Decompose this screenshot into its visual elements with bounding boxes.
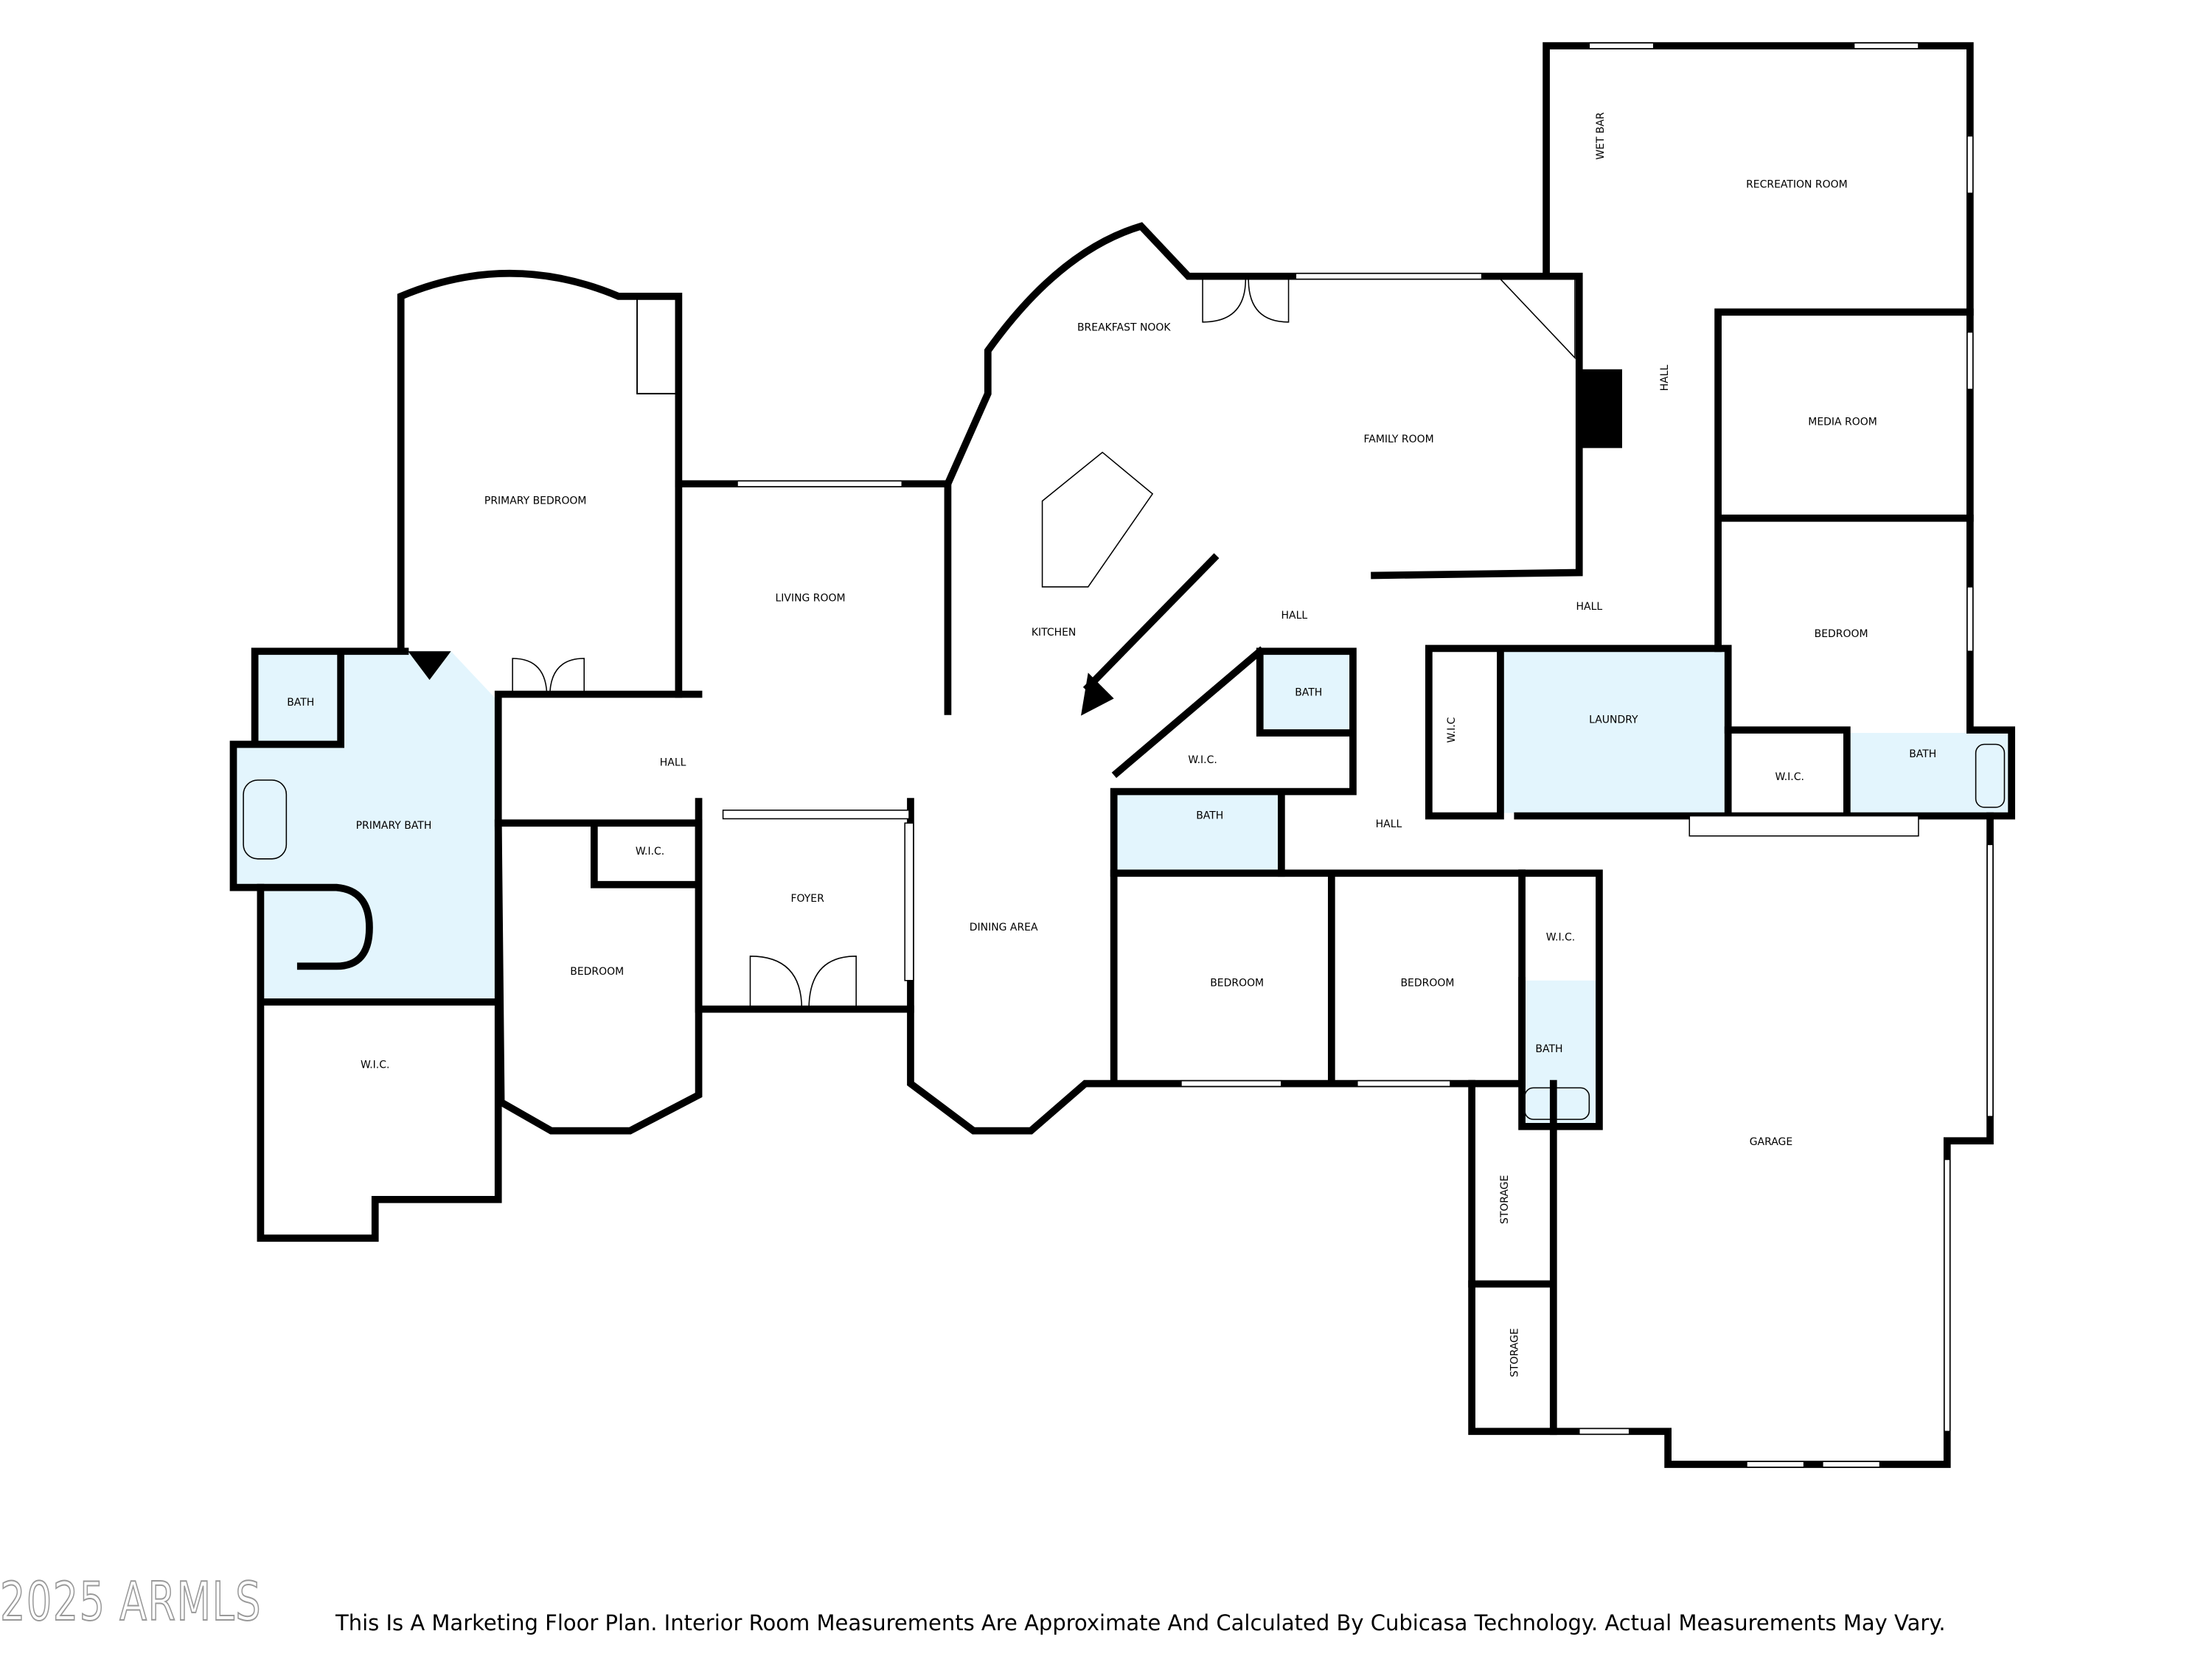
room-label-wic-center: W.I.C. — [1188, 754, 1217, 766]
room-label-foyer: FOYER — [790, 893, 824, 905]
walls — [229, 42, 2016, 1468]
room-label-living-room: LIVING ROOM — [776, 592, 846, 604]
room-label-storage-upper: STORAGE — [1499, 1175, 1511, 1224]
room-label-wet-bar: WET BAR — [1595, 112, 1607, 160]
room-label-bath-right: BATH — [1909, 748, 1936, 760]
room-label-storage-lower: STORAGE — [1509, 1328, 1520, 1377]
room-label-family-room: FAMILY ROOM — [1364, 434, 1434, 445]
room-label-recreation-room: RECREATION ROOM — [1746, 178, 1848, 190]
room-label-hall-center: HALL — [1281, 610, 1308, 622]
copyright-watermark: 2025 ARMLS — [0, 1570, 262, 1633]
room-label-wic-garage: W.I.C. — [1546, 932, 1575, 944]
room-label-bath-garage: BATH — [1535, 1043, 1562, 1055]
room-label-wic-bottom-left: W.I.C. — [361, 1059, 389, 1071]
room-label-bath-center: BATH — [1295, 687, 1322, 699]
room-label-media-room: MEDIA ROOM — [1808, 417, 1877, 428]
room-label-primary-bath: PRIMARY BATH — [356, 820, 432, 832]
room-label-bedroom-center-left: BEDROOM — [1210, 978, 1264, 990]
room-label-breakfast-nook: BREAKFAST NOOK — [1077, 322, 1171, 334]
room-label-laundry: LAUNDRY — [1589, 714, 1638, 726]
room-label-wic-laundry: W.I.C — [1446, 717, 1458, 743]
room-label-garage: GARAGE — [1750, 1136, 1792, 1148]
disclaimer-text: This Is A Marketing Floor Plan. Interior… — [335, 1610, 1946, 1635]
room-label-bedroom-center-right: BEDROOM — [1400, 978, 1454, 990]
room-label-bedroom-left: BEDROOM — [570, 966, 624, 978]
room-label-bath-top-left: BATH — [287, 697, 314, 709]
room-label-hall-left: HALL — [660, 757, 686, 769]
room-label-dining-area: DINING AREA — [970, 922, 1038, 933]
room-label-bath-center-lower: BATH — [1196, 810, 1223, 822]
room-label-hall-lower: HALL — [1376, 818, 1402, 830]
room-label-bedroom-right: BEDROOM — [1815, 628, 1868, 640]
room-label-wic-left: W.I.C. — [636, 846, 664, 858]
room-label-wic-right: W.I.C. — [1775, 771, 1804, 783]
fixtures — [243, 42, 2006, 1468]
room-label-kitchen: KITCHEN — [1032, 627, 1077, 639]
room-label-hall-right: HALL — [1576, 601, 1603, 613]
room-labels: RECREATION ROOM WET BAR BREAKFAST NOOK F… — [287, 112, 1936, 1377]
wet-room-fills — [233, 651, 2012, 1127]
room-label-hall-vertical: HALL — [1659, 364, 1671, 391]
room-label-primary-bedroom: PRIMARY BEDROOM — [484, 495, 587, 507]
